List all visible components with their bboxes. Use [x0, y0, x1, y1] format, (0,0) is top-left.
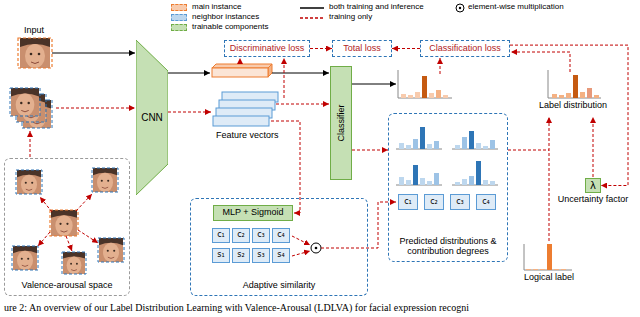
- node-text: s₄: [277, 251, 284, 260]
- legend-text: main instance: [192, 3, 241, 12]
- node-text: c₂: [430, 198, 438, 207]
- figure-label: Feature vectors: [216, 131, 279, 141]
- classifier-block: Classifier: [330, 66, 352, 180]
- legend-text: element-wise multiplication: [468, 3, 564, 12]
- legend-text: trainable components: [192, 23, 269, 32]
- similarity-cell: c₂: [232, 228, 250, 243]
- cnn-block: CNN: [136, 40, 168, 195]
- loss-box: Classification loss: [420, 40, 510, 57]
- node-text: c₄: [482, 198, 490, 207]
- contribution-cell: c₂: [424, 194, 444, 210]
- node-text: c₁: [404, 198, 412, 207]
- similarity-cell: s₁: [212, 248, 230, 263]
- va-faces: [12, 168, 124, 274]
- dashed-arrows: [30, 52, 593, 256]
- label-distribution-chart: [548, 70, 601, 98]
- node-text: Adaptive similarity: [194, 281, 364, 291]
- similarity-cell: s₃: [252, 248, 270, 263]
- node-text: c₄: [277, 231, 285, 240]
- similarity-cell: c₁: [212, 228, 230, 243]
- node-text: c₃: [257, 231, 265, 240]
- figure-label: Label distribution: [539, 101, 607, 111]
- legend-text: neighbor instances: [192, 13, 259, 22]
- similarity-panel: Adaptive similarity MLP + Sigmoid c₁ c₂ c₃ c₄…: [190, 198, 368, 296]
- loss-box: Discriminative loss: [224, 40, 310, 57]
- node-text: Classification loss: [429, 44, 501, 54]
- cnn-trapezoid: [136, 40, 168, 195]
- node-text: s₁: [217, 251, 224, 260]
- training-connector: [310, 48, 332, 49]
- legend-ring: [456, 4, 464, 12]
- node-text: Total loss: [343, 44, 381, 54]
- node-text: c₂: [237, 231, 245, 240]
- input-face: [18, 38, 52, 68]
- node-text: c₃: [456, 198, 464, 207]
- legend-symbol: [300, 3, 324, 13]
- node-text: MLP + Sigmoid: [222, 208, 283, 218]
- predicted-charts: [396, 127, 498, 185]
- legend-line: [300, 17, 324, 19]
- similarity-cell: c₃: [252, 228, 270, 243]
- training-connector: [510, 45, 628, 185]
- node-text: Valence-arousal space: [8, 281, 126, 291]
- legend-swatch: [171, 24, 187, 31]
- figure-label: Logical label: [524, 273, 574, 283]
- loss-box: Total loss: [332, 40, 392, 57]
- main-prediction-chart: [398, 70, 452, 98]
- contribution-cell: c₃: [450, 194, 470, 210]
- legend-symbol: [455, 3, 465, 13]
- node-text: Classifier: [336, 104, 346, 141]
- contribution-cell: c₁: [398, 194, 418, 210]
- similarity-cell: s₄: [272, 248, 290, 263]
- va-space-panel: Valence-arousal space: [4, 158, 130, 296]
- node-text: c₁: [217, 231, 225, 240]
- legend-symbol: [300, 13, 324, 23]
- node-text: Predicted distributions & contribution d…: [392, 237, 504, 257]
- legend-swatch: [171, 4, 187, 11]
- contribution-cell: c₄: [476, 194, 496, 210]
- training-connector: [392, 48, 420, 49]
- legend-dot: [459, 7, 461, 9]
- node-text: λ: [590, 180, 596, 191]
- neighbor-faces: [10, 88, 52, 128]
- similarity-cell: c₄: [272, 228, 290, 243]
- legend-swatch: [171, 14, 187, 21]
- node-heading: Uncertainty factor: [558, 195, 629, 205]
- legend-text: training only: [329, 13, 372, 22]
- prediction-panel: Predicted distributions & contribution d…: [388, 113, 508, 262]
- node-text: Discriminative loss: [230, 44, 305, 54]
- figure-label: Input: [24, 26, 44, 36]
- feature-vectors: [212, 64, 278, 126]
- figure-caption: ure 2: An overview of our Label Distribu…: [4, 302, 469, 313]
- training-connector: [352, 150, 388, 151]
- legend-text: both training and inference: [329, 3, 424, 12]
- multiply-symbol: [311, 243, 321, 253]
- mlp-box: MLP + Sigmoid: [213, 205, 293, 221]
- logical-label-chart: [524, 244, 572, 270]
- node-text: CNN: [141, 112, 163, 123]
- legend-line: [300, 7, 324, 9]
- similarity-cell: s₂: [232, 248, 250, 263]
- node-text: s₃: [257, 251, 264, 260]
- va-arrows: [38, 194, 98, 251]
- node-text: s₂: [237, 251, 244, 260]
- uncertainty-box: Uncertainty factorλ: [585, 178, 601, 193]
